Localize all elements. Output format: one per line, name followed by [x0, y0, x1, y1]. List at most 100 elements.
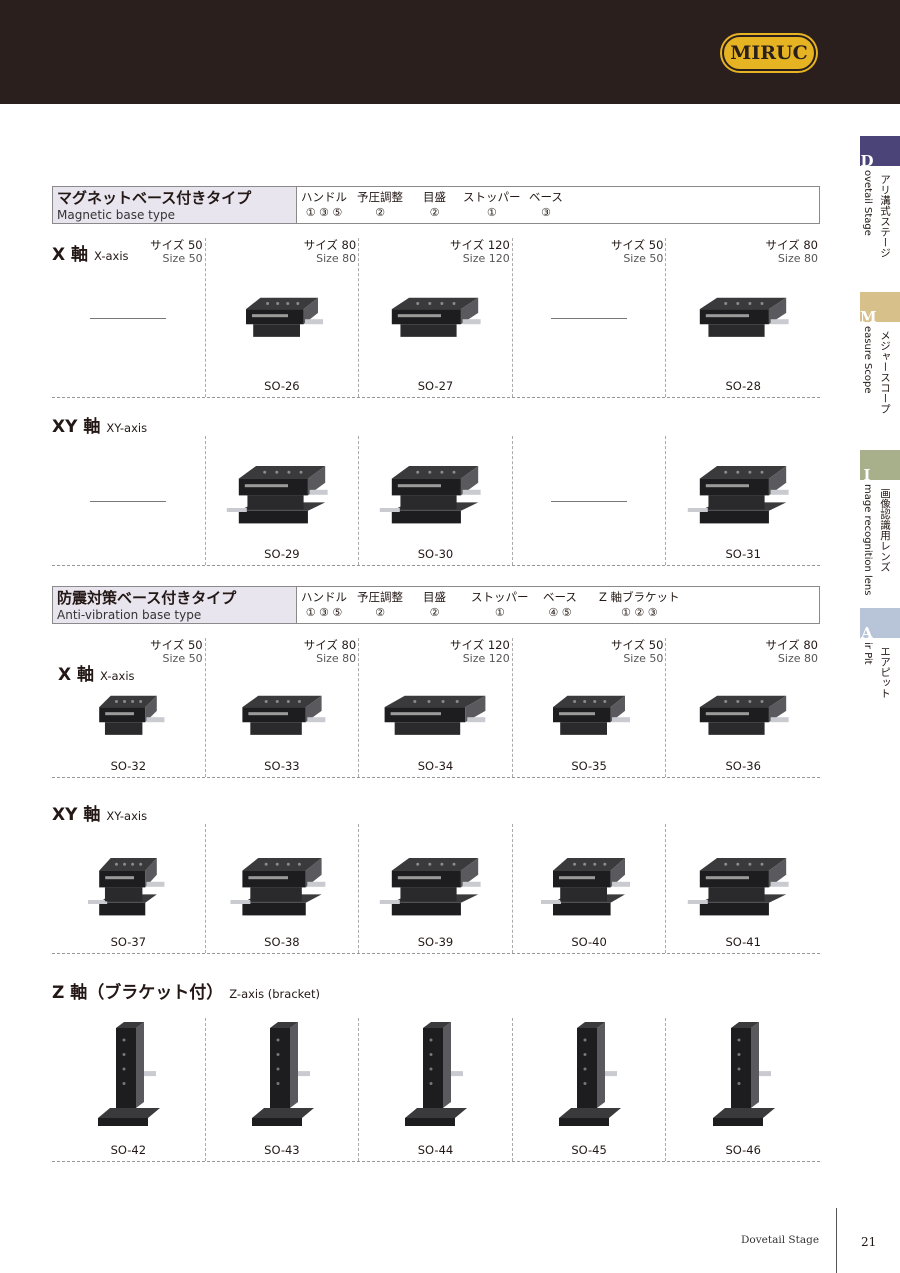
- section-title-jp: 防震対策ベース付きタイプ: [57, 589, 237, 607]
- side-tab-color-block: [860, 292, 900, 322]
- product-image[interactable]: [395, 1018, 475, 1140]
- product-image[interactable]: [227, 836, 337, 940]
- option-numbers: ① ③ ⑤: [305, 206, 343, 219]
- product-cell: SO-46: [666, 1018, 820, 1161]
- product-image[interactable]: [375, 444, 495, 548]
- stage-illustration: [713, 1022, 776, 1126]
- product-image[interactable]: [539, 676, 639, 770]
- logo-text: MIRUC: [730, 42, 808, 64]
- option-label: ベース: [529, 190, 563, 204]
- product-image[interactable]: [554, 1018, 624, 1140]
- size-label-jp: サイズ 80: [765, 638, 818, 652]
- size-label-jp: サイズ 120: [450, 238, 510, 252]
- option-label: ベース: [543, 590, 577, 604]
- axis-label-en: XY-axis: [106, 809, 148, 823]
- product-image[interactable]: [365, 676, 505, 770]
- product-cell: SO-40: [513, 824, 667, 953]
- side-tab-color-block: [860, 608, 900, 638]
- model-number: SO-27: [417, 379, 454, 393]
- size-label-en: Size 80: [777, 252, 818, 265]
- section-title-en: Magnetic base type: [57, 208, 175, 222]
- size-label-en: Size 80: [777, 652, 818, 665]
- option-label: 予圧調整: [357, 190, 403, 204]
- axis-label-en: X-axis: [94, 249, 129, 263]
- size-label-en: Size 120: [462, 252, 510, 265]
- option-label: Z 軸ブラケット: [599, 590, 680, 604]
- stage-illustration: [687, 466, 789, 524]
- model-number: SO-46: [725, 1143, 761, 1157]
- size-label-en: Size 80: [316, 652, 357, 665]
- product-image[interactable]: [375, 836, 495, 940]
- stage-illustration: [385, 695, 486, 735]
- option-numbers: ① ② ③: [620, 606, 658, 619]
- product-image[interactable]: [703, 1018, 783, 1140]
- model-number: SO-37: [110, 935, 147, 949]
- product-image[interactable]: [683, 444, 803, 548]
- top-banner: MIRUC: [0, 0, 900, 104]
- product-image[interactable]: [247, 1018, 317, 1140]
- model-number: SO-42: [110, 1143, 147, 1157]
- side-tab-color-block: [860, 450, 900, 480]
- option-numbers: ②: [375, 206, 385, 219]
- model-number: SO-32: [110, 759, 147, 773]
- product-image[interactable]: [93, 1018, 163, 1140]
- model-number: SO-34: [417, 759, 454, 773]
- product-cell: SO-41: [666, 824, 820, 953]
- stage-illustration: [559, 1022, 622, 1126]
- model-number: SO-45: [571, 1143, 607, 1157]
- option-numbers: ① ③ ⑤: [305, 606, 343, 619]
- product-image[interactable]: [375, 278, 495, 372]
- product-image[interactable]: [88, 676, 168, 770]
- size-label-en: Size 50: [623, 652, 664, 665]
- model-number: SO-36: [725, 759, 761, 773]
- model-number: SO-38: [264, 935, 300, 949]
- model-number: SO-31: [725, 547, 761, 561]
- side-tab-label-en: mage recognition lens: [862, 484, 873, 596]
- option-label: 目盛: [423, 590, 446, 604]
- size-label-jp: サイズ 50: [610, 238, 664, 252]
- product-image[interactable]: [683, 676, 803, 770]
- product-image[interactable]: [232, 278, 332, 372]
- product-image[interactable]: [222, 444, 342, 548]
- product-cell: SO-37: [52, 824, 206, 953]
- option-numbers: ②: [375, 606, 385, 619]
- size-label-jp: サイズ 50: [150, 638, 203, 652]
- stage-illustration: [380, 466, 482, 524]
- size-label-en: Size 50: [162, 252, 203, 265]
- not-available-mark: [90, 500, 166, 502]
- option-label: ストッパー: [471, 590, 529, 604]
- stage-illustration: [699, 695, 789, 735]
- axis-label-jp: XY 軸: [52, 805, 101, 825]
- product-image[interactable]: [683, 836, 803, 940]
- product-image[interactable]: [539, 836, 639, 940]
- product-image[interactable]: [227, 676, 337, 770]
- section-title: 防震対策ベース付きタイプ Anti-vibration base type: [53, 587, 297, 623]
- axis-label-en: XY-axis: [106, 421, 148, 435]
- product-image[interactable]: [87, 836, 168, 940]
- product-image[interactable]: [683, 278, 803, 372]
